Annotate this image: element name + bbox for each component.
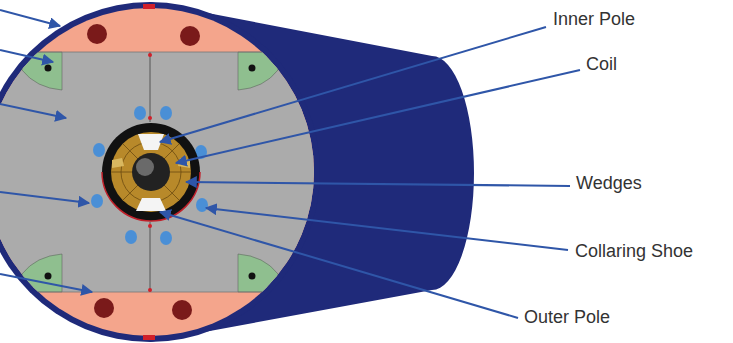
leader-lines	[0, 10, 580, 318]
yoke	[0, 0, 340, 343]
leader-line	[0, 192, 89, 203]
collar-holes	[91, 106, 208, 245]
coil-line	[121, 142, 181, 202]
coil-turns	[111, 142, 191, 202]
collar-hole	[125, 230, 137, 244]
part-label: Collaring Shoe	[575, 240, 693, 262]
alignment-key	[143, 335, 155, 340]
leader-line	[160, 27, 546, 142]
outer-pole	[136, 198, 166, 211]
leader-line	[0, 10, 60, 26]
bore	[132, 153, 170, 191]
yoke-hole	[172, 300, 192, 320]
wedge	[112, 158, 124, 168]
collar-hole	[196, 198, 208, 212]
coil	[111, 132, 191, 212]
split-line	[150, 52, 151, 122]
pin	[148, 53, 152, 57]
leader-line	[0, 50, 53, 62]
split-line	[150, 222, 151, 292]
corner-key	[22, 52, 62, 90]
corner-key	[22, 254, 62, 292]
coil-line	[123, 144, 179, 200]
corner-key	[238, 52, 278, 90]
key-hole	[249, 273, 256, 280]
part-label: Inner Pole	[553, 8, 635, 30]
collar-hole	[160, 231, 172, 245]
collar-hole	[91, 194, 103, 208]
collar-hole	[93, 143, 105, 157]
bore-highlight	[136, 158, 154, 176]
yoke-hole	[87, 24, 107, 44]
yoke-hole	[94, 298, 114, 318]
collar-hole	[160, 106, 172, 120]
coil-line	[123, 144, 179, 200]
collaring-shoe	[102, 123, 200, 221]
alignment-key	[143, 4, 155, 9]
key-hole	[45, 65, 52, 72]
corner-key	[238, 254, 278, 292]
pin	[148, 288, 152, 292]
part-label: Coil	[586, 53, 617, 75]
yoke-edge	[0, 52, 340, 53]
leader-line	[176, 70, 580, 163]
leader-line	[160, 212, 518, 318]
collar-hole	[134, 106, 146, 120]
leader-line	[0, 274, 92, 292]
part-label: Wedges	[576, 172, 642, 194]
yoke-hole	[180, 26, 200, 46]
key-hole	[249, 65, 256, 72]
pin	[148, 116, 152, 120]
yoke-face	[0, 0, 340, 343]
part-label: Outer Pole	[524, 306, 610, 328]
pin	[148, 224, 152, 228]
leader-line	[186, 182, 570, 186]
leader-line	[206, 208, 568, 250]
collar	[0, 52, 340, 292]
yoke-edge	[0, 292, 340, 293]
key-hole	[45, 273, 52, 280]
leader-line	[0, 104, 66, 118]
